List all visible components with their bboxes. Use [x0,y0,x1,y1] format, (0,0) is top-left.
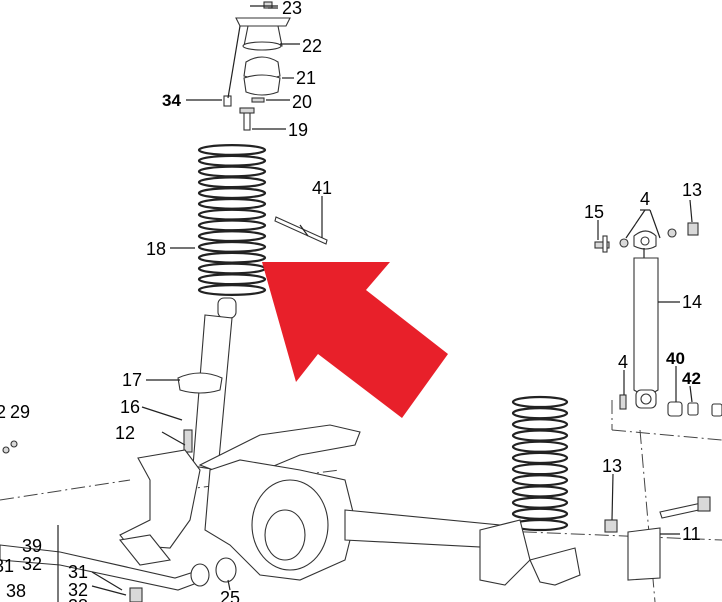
callout-21: 21 [296,68,316,88]
callout-31: 31 [0,556,14,576]
callout-2: 2 [0,402,6,422]
nut-13b [604,519,618,533]
bolt-34 [223,95,232,107]
washer [251,97,265,103]
upper-mount-body [243,25,283,47]
coil-spring-front [197,144,267,296]
callout-29: 29 [10,402,30,422]
shock-absorber-front [177,297,237,471]
rear-shock-body [633,257,659,395]
pin-41 [274,216,328,245]
callout-39: 39 [22,536,42,556]
callout-4: 4 [640,189,650,209]
rear-bracket-11 [479,496,711,586]
callout-42: 42 [682,369,701,388]
callout-13: 13 [682,180,702,200]
upper-mount-plate [235,17,291,27]
callout-13b: 13 [602,456,622,476]
shock-mount-17 [177,372,223,394]
upper-mount-group [223,1,291,131]
callout-34: 34 [162,91,181,110]
callout-32: 32 [22,554,42,574]
bushing-40 [667,401,683,417]
callout-25: 25 [220,588,240,602]
callout-4b: 4 [618,352,628,372]
jounce-bumper-lower [243,74,281,96]
stud-16 [183,429,193,453]
callout-16: 16 [120,397,140,417]
callout-32b: 32 [68,580,88,600]
arrow-pointer-icon [262,262,448,418]
mount-nut [263,1,273,9]
leader-lines [91,5,693,596]
steering-knuckle [119,449,201,549]
rear-shock-group [594,222,722,417]
callout-22: 22 [302,36,322,56]
callout-20: 20 [292,92,312,112]
front-axle-assembly [118,424,501,581]
callout-12: 12 [115,423,135,443]
bolt-15 [594,241,610,249]
rear-spring-group [511,395,569,532]
callout-23: 23 [282,0,302,18]
callout-14: 14 [682,292,702,312]
callout-15: 15 [584,202,604,222]
callout-18: 18 [146,239,166,259]
callout-40: 40 [666,349,685,368]
callout-labels: 23 22 21 20 34 19 41 18 17 16 12 15 4 13… [0,0,702,602]
callout-28: 28 [68,596,88,602]
callout-38: 38 [6,581,26,601]
sway-bar [0,440,237,602]
nut-13 [687,222,699,236]
bushing-42 [687,402,699,416]
callout-11: 11 [682,524,701,544]
callout-17: 17 [122,370,142,390]
axle-tube-right [344,509,501,549]
callout-19: 19 [288,120,308,140]
bolt-19 [243,111,251,131]
callout-41: 41 [312,178,332,198]
callout-31b: 31 [68,562,88,582]
